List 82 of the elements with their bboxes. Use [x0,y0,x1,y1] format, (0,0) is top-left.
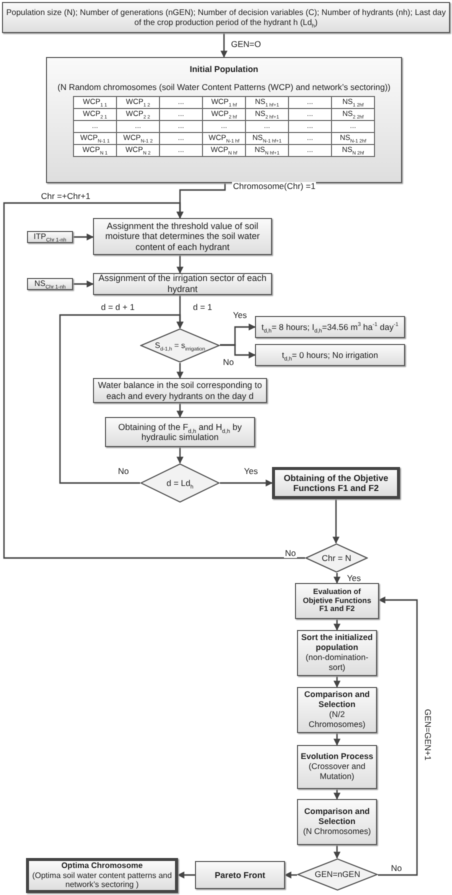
edge-label: Yes [232,311,248,320]
process-box [297,687,377,733]
arrow [177,872,195,878]
step-text: NS$_{Chr 1-nh}$ [33,279,67,289]
arrow [334,845,340,859]
step-text: ITP$_{Chr 1-nh}$ [32,232,68,242]
arrow [220,480,273,486]
decision-diamond [297,858,378,891]
step-title: Optima Chromosome [60,861,144,871]
step-text: (Optima soil water content patterns and network’s sectoring ) [31,870,173,890]
edge-label: Yes [243,467,259,476]
step-text: GEN=nGEN [314,870,362,880]
step-text: (non-domination-sort) [304,653,370,673]
arrow [73,280,94,288]
step-title: Initial Population [188,64,260,74]
arrow [378,596,418,876]
step-text: (N Random chromosomes (soil Water Content Patterns (WCP) and network’s sectoring)) [56,82,392,92]
arrow [176,255,184,274]
arrow [334,789,340,800]
step-text: d = Ld$_{h}$ [166,478,194,488]
arrow [176,363,184,379]
process-box [272,467,400,499]
step-text: Chr = N [320,552,352,563]
step-title: Evolution Process [300,752,374,762]
edge-label: d = 1 [192,303,214,312]
arrow [284,872,297,878]
edge-label: No [222,358,235,368]
edge-label: No [117,467,130,476]
edge-label: No [390,864,403,874]
step-text: t$_{d,h}$= 8 hours; I$_{d,h}$=34.56 m$^{3}$ ha$^{-1}$ day$^{-1}$ [260,322,400,332]
process-box [93,378,267,403]
arrow [220,33,228,58]
arrow [59,314,184,484]
step-text: (N Chromosomes) [302,826,372,837]
process-box [297,630,377,676]
decision-diamond [140,463,220,503]
arrow [332,499,340,544]
process-box [255,344,405,366]
process-box [27,278,73,290]
process-box [105,417,255,447]
edge-label: Chromosome(Chr) =1 [232,182,316,192]
process-box [46,57,402,183]
process-box [26,858,178,893]
arrow [334,733,340,746]
arrow [73,234,94,240]
process-box [2,2,450,33]
arrow [176,447,184,464]
process-box [93,218,272,255]
edge-label: GEN=O [230,40,262,50]
step-text: (N/2 Chromosomes) [308,710,366,730]
loop-label: GEN=GEN+1 [422,708,432,762]
step-text: t$_{d,h}$= 0 hours; No irrigation [280,350,380,360]
step-text: Population size (N); Number of generations (nGEN); Number of decision variables (C); Number of hydrants (nh); Last day of the crop production period of the hydrant h (Ld$_{h}$) [5,8,447,28]
process-box [297,745,377,789]
step-text: S$_{d-1,h}$ = s$_{irrigation}$ [154,340,206,350]
arrow [176,403,184,418]
step-text: (Crossover and Mutation) [308,762,366,782]
loop-label: Chr =+Chr+1 [40,192,92,202]
loop-label: d = d + 1 [100,303,136,312]
step-text: Water balance in the soil corresponding to each and every hydrants on the day d [97,380,263,401]
step-title: Obtaining of the Objetive Functions F1 and F2 [282,472,390,494]
arrow [334,573,340,584]
process-box [27,231,73,243]
process-box [195,861,285,889]
decision-diamond [305,543,368,573]
step-text: Obtaining of the F$_{d,h}$ and H$_{d,h}$ by hydraulic simulation [117,422,243,442]
arrow [3,202,305,559]
step-text: Assignment of the irrigation sector of each hydrant [97,273,268,295]
step-title: Comparison and Selection [303,690,371,710]
edge-label: No [284,549,297,558]
step-text: Assignment the threshold value of soil moisture that determines the soil water content of each hydrant [104,220,261,252]
arrow [220,344,256,358]
process-box [295,583,379,619]
edge-label: Yes [346,574,362,584]
arrow [334,619,340,631]
arrow [334,676,340,688]
step-title: Pareto Front [214,870,266,880]
step-title: Sort the initialized population [300,633,374,653]
decision-diamond [140,328,220,363]
process-box [255,316,405,338]
step-title: Comparison and Selection [303,807,371,827]
process-box [297,799,377,845]
